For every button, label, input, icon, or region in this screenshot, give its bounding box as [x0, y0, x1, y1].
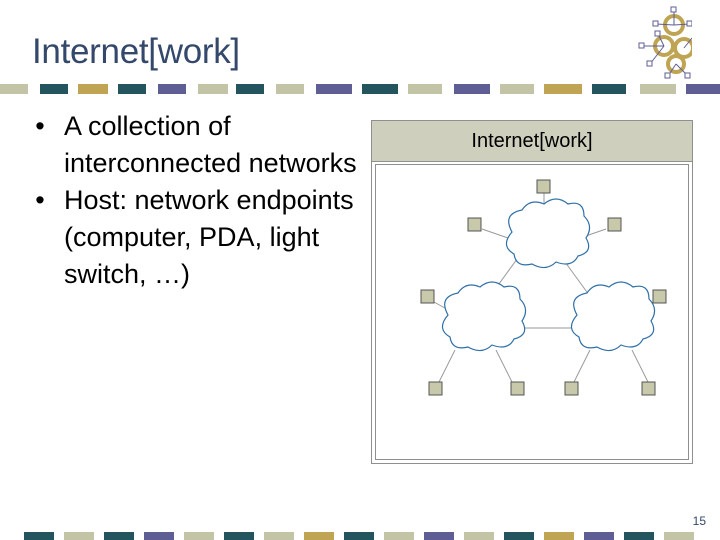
host-node — [420, 289, 435, 304]
network-cloud — [441, 281, 527, 352]
host-node — [467, 217, 482, 232]
bullet-dot: • — [35, 111, 45, 141]
diagram-header: Internet[work] — [372, 121, 692, 162]
page-number: 15 — [692, 514, 706, 528]
host-node — [536, 179, 551, 194]
host-node — [607, 217, 622, 232]
network-cloud — [570, 281, 656, 352]
network-logo-icon — [638, 6, 692, 79]
bottom-stripe — [0, 532, 720, 540]
bullet-item: • Host: network endpoints (computer, PDA… — [30, 182, 375, 293]
host-node — [652, 289, 667, 304]
bullet-text: Host: network endpoints (computer, PDA, … — [64, 185, 354, 289]
bullet-text: A collection of interconnected networks — [64, 111, 357, 178]
top-stripe — [0, 84, 720, 94]
bullet-list: • A collection of interconnected network… — [30, 108, 375, 293]
slide-title: Internet[work] — [32, 32, 240, 71]
host-node — [510, 381, 525, 396]
host-node — [641, 381, 656, 396]
diagram-inner-frame — [375, 164, 689, 460]
bullet-item: • A collection of interconnected network… — [30, 108, 375, 182]
bullet-dot: • — [35, 185, 45, 215]
host-node — [428, 381, 443, 396]
host-node — [564, 381, 579, 396]
network-cloud — [505, 198, 591, 269]
